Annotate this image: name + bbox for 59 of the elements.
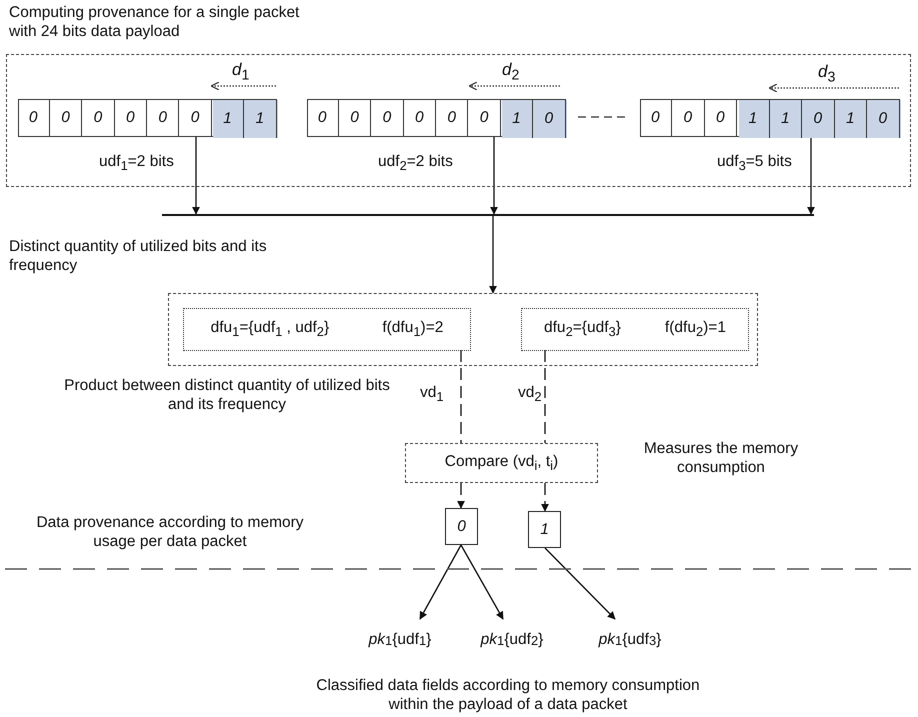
annotation-text: udf$_{1}$=2 bits <box>99 152 175 176</box>
bit-value: 0 <box>447 108 456 126</box>
bit-value: 0 <box>28 108 38 126</box>
bit-value: 0 <box>716 108 725 126</box>
box-text: dfu$_{1}$={udf$_{1}$ , udf$_{2}$} <box>210 319 330 340</box>
dotted-box <box>521 308 749 351</box>
bit-value: 0 <box>382 108 392 126</box>
annotation-text: Measures the memory consumption <box>642 439 800 477</box>
dotted-box <box>183 308 471 351</box>
bit-value: 0 <box>350 108 359 126</box>
bit-value: 0 <box>190 108 200 126</box>
bit-value: 0 <box>126 108 135 126</box>
bit-value: 1 <box>540 520 549 538</box>
annotation-text: udf$_{3}$=5 bits <box>717 152 793 176</box>
arrow <box>489 216 497 294</box>
annotation-text: udf$_{2}$=2 bits <box>378 152 454 176</box>
used-bits-band <box>502 100 567 138</box>
arrow <box>544 548 616 620</box>
direction-label: d$_{3}$ <box>818 62 836 88</box>
bit-value: 1 <box>256 110 264 128</box>
arrow <box>807 136 815 215</box>
arrow <box>541 483 549 512</box>
bit-value: 1 <box>780 110 790 128</box>
bit-value: 0 <box>61 108 70 126</box>
bit-value: 0 <box>94 108 102 126</box>
bit-value: 1 <box>512 110 521 128</box>
bit-value: 0 <box>158 108 167 126</box>
bit-value: 0 <box>878 110 888 128</box>
bit-box <box>528 511 561 548</box>
arrow <box>457 483 465 509</box>
used-bits-band <box>213 100 278 138</box>
bit-value: 0 <box>683 108 692 126</box>
bit-value: 1 <box>846 110 855 128</box>
bus-line <box>162 214 814 216</box>
bit-value: 0 <box>813 110 822 128</box>
arrow <box>192 136 200 215</box>
bit-value: 0 <box>544 110 554 128</box>
arrow <box>490 136 498 215</box>
bit-value: 0 <box>415 108 424 126</box>
box-text: f(dfu$_{2}$)=1 <box>664 319 726 340</box>
note-text: Classified data fields according to memory consumption within the payload of a data packet <box>315 676 701 714</box>
used-bits-band <box>738 100 901 138</box>
bit-value: 0 <box>318 108 326 126</box>
arrow <box>460 544 504 620</box>
heading-text: Distinct quantity of utilized bits and its frequency <box>9 237 268 275</box>
direction-label: d$_{1}$ <box>232 60 250 86</box>
bit-value: 0 <box>480 108 488 126</box>
note-text: Data provenance according to memory usage per data packet <box>35 513 305 551</box>
box-text: f(dfu$_{1}$)=2 <box>382 319 444 340</box>
bit-value: 0 <box>457 518 466 536</box>
bit-box <box>445 508 478 545</box>
box-text: dfu$_{2}$={udf$_{3}$} <box>544 319 621 340</box>
heading-text: Computing provenance for a single packet with 24 bits data payload <box>9 3 300 41</box>
direction-label: d$_{2}$ <box>502 60 520 86</box>
bit-value: 0 <box>650 108 660 126</box>
note-text: Product between distinct quantity of utilized bits and its frequency <box>63 376 391 414</box>
bit-value: 1 <box>223 110 232 128</box>
bit-value: 1 <box>748 110 758 128</box>
arrow <box>419 544 462 620</box>
